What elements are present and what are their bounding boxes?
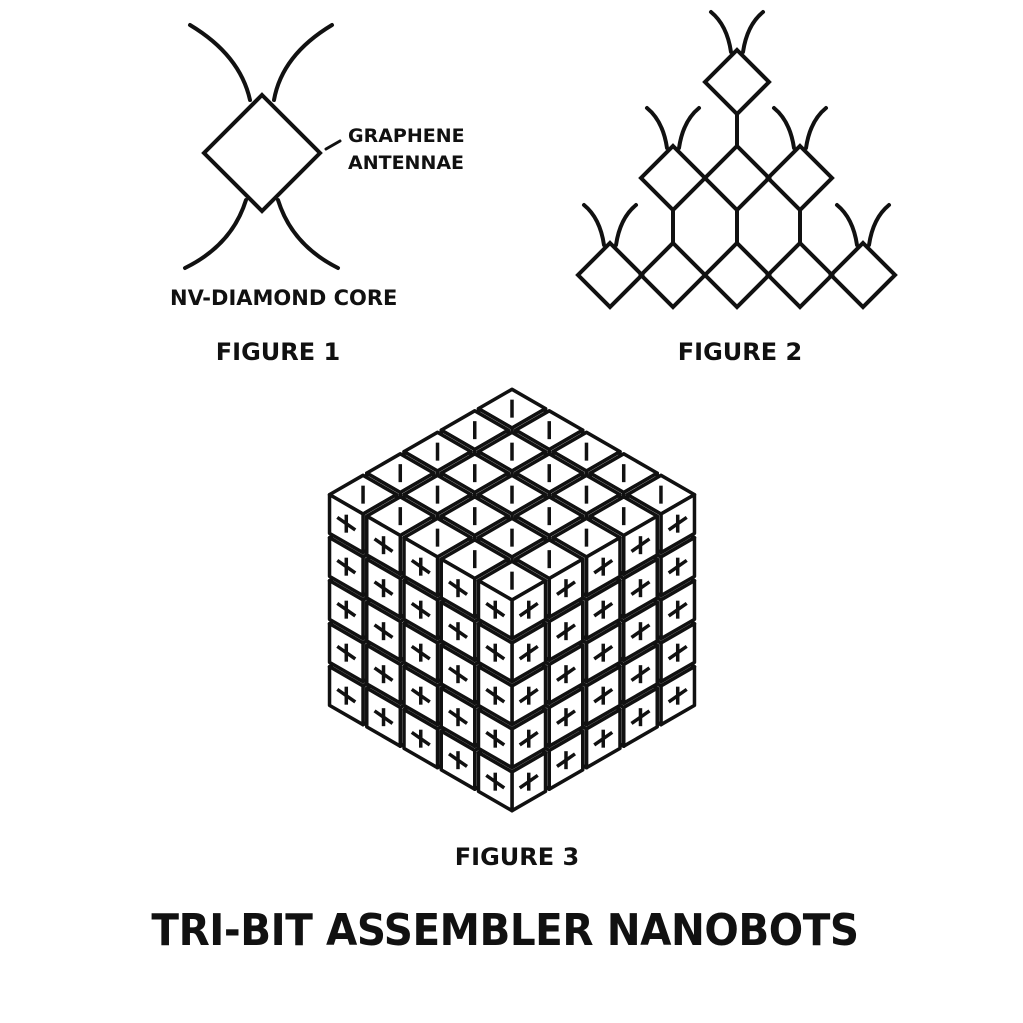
cube-mark [373,623,394,639]
cube-mark [593,601,614,618]
cube-mark [555,666,577,682]
cube-mark [485,601,506,618]
figure3-cube-assembly [327,387,697,813]
cube-mark [593,644,614,661]
cube-mark [593,558,614,575]
nanobot-diamond [702,47,772,117]
cube-mark [667,601,688,618]
cube-mark [518,730,539,747]
graphene-antenna [709,10,733,54]
cube-mark [336,601,357,618]
cube-mark [518,773,539,790]
cube-mark [485,644,506,661]
graphene-antenna [804,106,828,150]
cube-mark [485,730,506,747]
cube-mark [667,558,688,575]
nanobot-diamond [828,240,898,310]
cube-mark [410,644,431,661]
cube-mark [447,580,469,596]
graphene-antenna [645,106,669,150]
cube-mark [410,601,431,618]
figure1-caption: FIGURE 1 [215,338,341,366]
cube-mark [667,644,688,661]
cube-mark [447,623,469,639]
cube-mark [555,709,577,725]
graphene-antenna [677,106,701,150]
graphene-antenna-bottom-right [276,198,340,270]
cube-mark [667,515,688,532]
graphene-antenna-top-left [188,23,252,102]
cube-mark [447,709,469,725]
nv-diamond-core-label: NV-DIAMOND CORE [170,286,398,310]
antenna-label-leader [324,139,342,151]
graphene-antenna [582,203,606,247]
cube-mark [593,687,614,704]
graphene-antenna [867,203,891,247]
cube-mark [555,580,577,596]
cube-mark [555,752,577,768]
cube-mark [555,623,577,639]
nanobot-diamond [765,143,835,213]
cube-mark [373,666,394,682]
figure2-lattice [575,10,898,310]
cube-mark [630,580,651,596]
nanobot-diamond [638,143,708,213]
cube-mark [630,537,651,553]
graphene-antenna-label-line1: GRAPHENE [348,125,465,147]
nanobot-cube [476,559,548,641]
nanobot-diamond [765,240,835,310]
cube-mark [630,623,651,639]
cube-mark [373,537,394,553]
cube-mark [667,687,688,704]
graphene-antenna-label-line2: ANTENNAE [348,152,465,174]
cube-mark [410,687,431,704]
figure1-nanobot [183,23,342,270]
cube-mark [410,730,431,747]
figure2-caption: FIGURE 2 [677,338,803,366]
cube-mark [336,558,357,575]
cube-mark [518,644,539,661]
nanobot-diamond [638,240,708,310]
cube-mark [336,687,357,704]
nanobot-diamond [702,143,772,213]
cube-mark [447,752,469,768]
cube-mark [373,709,394,725]
graphene-antenna [772,106,796,150]
nanobot-diamond [702,240,772,310]
cube-mark [630,709,651,725]
cube-mark [410,558,431,575]
page-title: TRI-BIT ASSEMBLER NANOBOTS [151,905,859,956]
figure3-caption: FIGURE 3 [454,843,580,871]
cube-mark [593,730,614,747]
graphene-antenna [614,203,638,247]
cube-mark [336,644,357,661]
cube-mark [485,687,506,704]
cube-mark [518,687,539,704]
cube-mark [518,601,539,618]
graphene-antenna-bottom-left [183,198,248,270]
nv-diamond-core [201,92,323,214]
cube-mark [485,773,506,790]
nanobot-diamond [575,240,645,310]
graphene-antenna-top-right [272,23,334,102]
cube-mark [447,666,469,682]
graphene-antenna [835,203,859,247]
cube-mark [336,515,357,532]
cube-mark [630,666,651,682]
graphene-antenna [741,10,765,54]
cube-mark [373,580,394,596]
